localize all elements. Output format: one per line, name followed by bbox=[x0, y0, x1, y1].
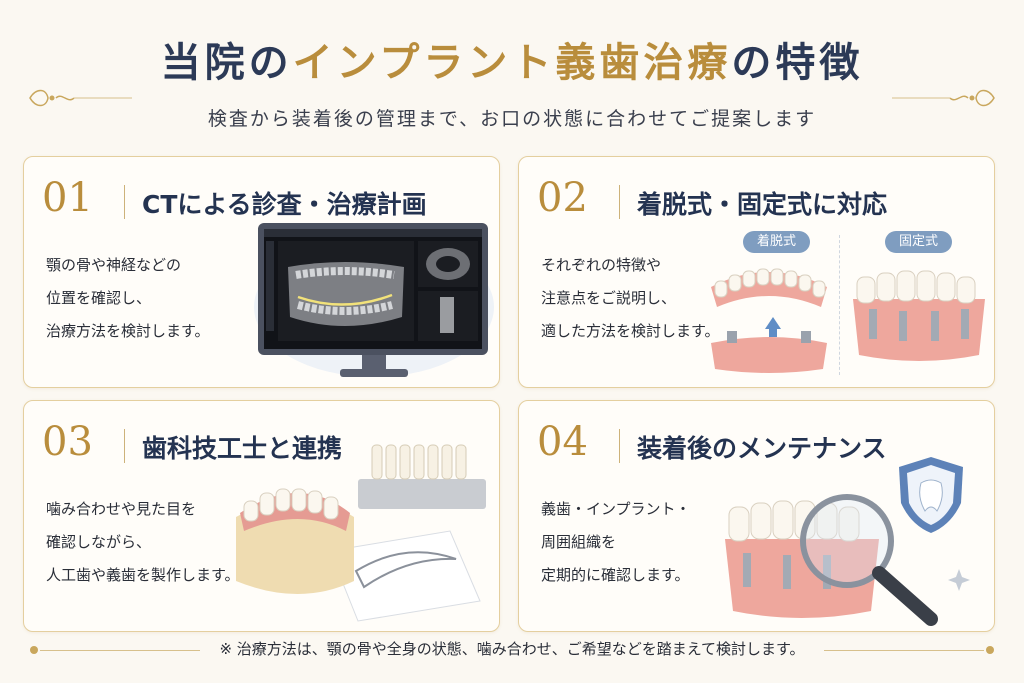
card-line: 義歯・インプラント・ bbox=[541, 500, 691, 518]
card-line: 定期的に確認します。 bbox=[541, 566, 690, 584]
card-line: 噛み合わせや見た目を bbox=[46, 500, 197, 518]
removable-denture-icon bbox=[711, 268, 827, 373]
footer-dot-left-icon bbox=[30, 646, 38, 654]
card-line: 適した方法を検討します。 bbox=[541, 322, 720, 340]
feature-card-ct: 01 CTによる診査・治療計画 顎の骨や神経などの 位置を確認し、 治療方法を検… bbox=[23, 156, 500, 388]
fixed-badge: 固定式 bbox=[885, 231, 953, 253]
card-description: 義歯・インプラント・ 周囲組織を 定期的に確認します。 bbox=[541, 493, 751, 592]
card-line: 顎の骨や神経などの bbox=[46, 256, 182, 274]
ornament-right-icon bbox=[892, 89, 995, 107]
footer-note: ※ 治療方法は、顎の骨や全身の状態、噛み合わせ、ご希望などを踏まえて検討します。 bbox=[0, 638, 1024, 659]
footer-rule-left bbox=[40, 650, 200, 651]
card-divider bbox=[619, 429, 620, 463]
feature-card-maintenance: 04 装着後のメンテナンス 義歯・インプラント・ 周囲組織を 定期的に確認します… bbox=[518, 400, 995, 632]
card-divider bbox=[619, 185, 620, 219]
ornament-left-icon bbox=[29, 89, 132, 107]
card-title: CTによる診査・治療計画 bbox=[142, 190, 427, 219]
dental-model-icon bbox=[236, 444, 486, 622]
footer-dot-right-icon bbox=[986, 646, 994, 654]
feature-card-types: 02 着脱式・固定式に対応 それぞれの特徴や 注意点をご説明し、 適した方法を検… bbox=[518, 156, 995, 388]
card-number: 01 bbox=[42, 175, 93, 221]
card-line: 位置を確認し、 bbox=[46, 289, 152, 307]
footer-note-text: ※ 治療方法は、顎の骨や全身の状態、噛み合わせ、ご希望などを踏まえて検討します。 bbox=[207, 640, 817, 658]
type-divider bbox=[839, 235, 840, 375]
magnifier-denture-icon bbox=[725, 457, 970, 626]
footer-rule-right bbox=[824, 650, 984, 651]
card-number: 02 bbox=[537, 175, 588, 221]
card-description: それぞれの特徴や 注意点をご説明し、 適した方法を検討します。 bbox=[541, 249, 751, 348]
card-title: 歯科技工士と連携 bbox=[142, 434, 343, 463]
card-number: 04 bbox=[537, 419, 588, 465]
card-line: 治療方法を検討します。 bbox=[46, 322, 210, 340]
card-title: 装着後のメンテナンス bbox=[637, 434, 887, 463]
card-divider bbox=[124, 185, 125, 219]
title-pre: 当院の bbox=[160, 39, 293, 86]
card-title: 着脱式・固定式に対応 bbox=[637, 190, 888, 219]
fixed-denture-icon bbox=[853, 270, 985, 361]
card-line: 人工歯や義歯を製作します。 bbox=[46, 566, 240, 584]
card-line: 注意点をご説明し、 bbox=[541, 289, 677, 307]
card-line: 確認しながら、 bbox=[46, 533, 152, 551]
page-title: 当院のインプラント義歯治療の特徴 bbox=[0, 30, 1024, 88]
card-line: 周囲組織を bbox=[541, 533, 617, 551]
title-post: の特徴 bbox=[731, 39, 864, 86]
ct-monitor-icon bbox=[254, 223, 494, 377]
removable-badge: 着脱式 bbox=[743, 231, 811, 253]
card-line: それぞれの特徴や bbox=[541, 256, 662, 274]
card-number: 03 bbox=[42, 419, 93, 465]
card-description: 噛み合わせや見た目を 確認しながら、 人工歯や義歯を製作します。 bbox=[46, 493, 256, 592]
card-description: 顎の骨や神経などの 位置を確認し、 治療方法を検討します。 bbox=[46, 249, 256, 348]
title-accent: インプラント義歯治療 bbox=[292, 39, 732, 86]
page-subtitle: 検査から装着後の管理まで、お口の状態に合わせてご提案します bbox=[207, 108, 817, 130]
feature-card-technician: 03 歯科技工士と連携 噛み合わせや見た目を 確認しながら、 人工歯や義歯を製作… bbox=[23, 400, 500, 632]
card-divider bbox=[124, 429, 125, 463]
